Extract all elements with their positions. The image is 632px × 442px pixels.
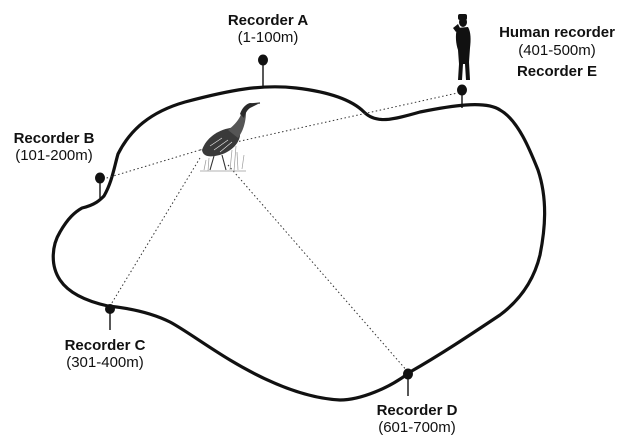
line-to-recorder-d — [227, 164, 409, 373]
recorder-d-range: (601-700m) — [378, 419, 456, 437]
recorder-b-marker — [95, 172, 105, 198]
human-recorder-range: (401-500m) — [518, 42, 596, 60]
human-silhouette-icon — [453, 14, 471, 80]
recorder-d-marker — [403, 368, 413, 396]
recorder-c-name: Recorder C — [64, 337, 146, 354]
habitat-boundary — [51, 85, 547, 402]
recorder-c-label: Recorder C (301-400m) — [50, 337, 160, 372]
line-to-recorder-e — [199, 91, 463, 151]
line-to-recorder-c — [109, 157, 201, 307]
human-recorder-label: Human recorder (401-500m) Recorder E — [484, 24, 630, 80]
recorder-a-name: Recorder A — [227, 12, 309, 29]
bird-icon — [200, 102, 261, 172]
recorder-d-name: Recorder D — [376, 402, 458, 419]
recorder-e-name: Recorder E — [516, 62, 598, 80]
recorder-a-range: (1-100m) — [237, 29, 299, 47]
recorder-c-range: (301-400m) — [66, 354, 144, 372]
recorder-b-label: Recorder B (101-200m) — [4, 130, 104, 165]
recorder-b-name: Recorder B — [13, 130, 95, 147]
bird-recorder-lines — [99, 91, 463, 373]
recorder-d-label: Recorder D (601-700m) — [362, 402, 472, 437]
recorder-a-marker — [258, 54, 268, 88]
human-recorder-name: Human recorder — [499, 24, 615, 41]
recorder-e-marker — [457, 84, 467, 108]
recorder-a-label: Recorder A (1-100m) — [218, 12, 318, 47]
recorder-c-marker — [105, 304, 115, 330]
line-to-recorder-b — [99, 149, 201, 181]
recorder-b-range: (101-200m) — [15, 147, 93, 165]
